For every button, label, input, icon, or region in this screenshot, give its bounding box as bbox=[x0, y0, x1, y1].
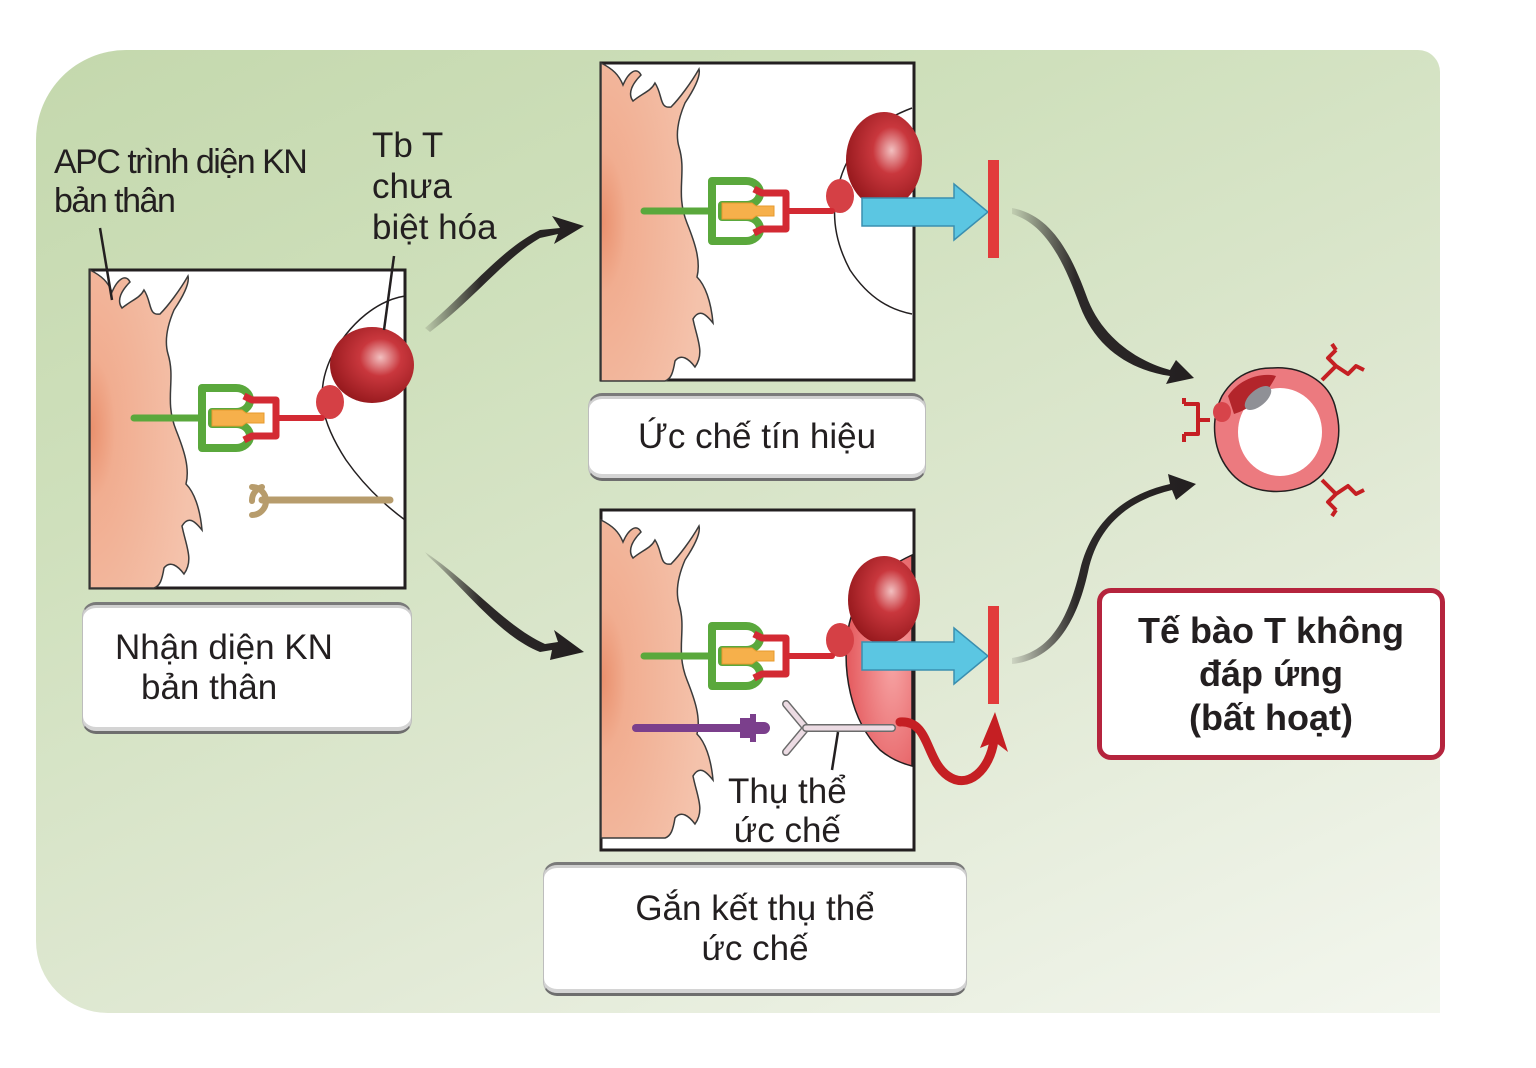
block-bar-icon bbox=[988, 606, 999, 704]
tcr-receptor-icon bbox=[1320, 342, 1365, 382]
tcr-receptor-icon bbox=[1320, 478, 1365, 518]
inhibitory-receptor-label: Thụ thể ức chế bbox=[728, 772, 847, 850]
result-line-3: (bất hoạt) bbox=[1189, 696, 1353, 738]
caption-recognition-line-1: Nhận diện KN bbox=[115, 628, 333, 667]
t-cell-organelle bbox=[316, 385, 344, 419]
t-cell-pointer-line bbox=[382, 255, 396, 331]
caption-inhibitory-binding-line-2: ức chế bbox=[701, 929, 809, 968]
arrow-from-inhibitory-binding bbox=[1012, 474, 1196, 664]
naive-t-cell-callout: Tb T chưa biệt hóa bbox=[372, 126, 497, 249]
receptor-pointer-line bbox=[830, 731, 840, 771]
signal-arrow-icon bbox=[861, 626, 990, 686]
result-line-1: Tế bào T không bbox=[1138, 610, 1404, 652]
caption-inhibitory-binding-line-1: Gắn kết thụ thể bbox=[635, 889, 875, 928]
naive-t-cell-line-3: biệt hóa bbox=[372, 207, 497, 247]
inhibition-signal-arrow bbox=[895, 717, 999, 785]
t-cell-organelle bbox=[826, 179, 854, 213]
apc-callout: APC trình diện KN bản thân bbox=[54, 143, 308, 221]
anergic-t-cell bbox=[1182, 342, 1365, 518]
arrow-to-signal-inhibition bbox=[425, 216, 584, 332]
t-cell-vacuole bbox=[1244, 386, 1272, 410]
apc-callout-line-1: APC trình diện KN bbox=[54, 143, 308, 181]
t-cell-organelle bbox=[826, 623, 854, 657]
inhibitory-receptor-label-line-1: Thụ thể bbox=[728, 772, 847, 811]
arrow-from-signal-inhibition bbox=[1012, 208, 1194, 384]
t-cell-nucleus bbox=[330, 327, 414, 403]
result-anergic-t-cell-box: Tế bào T không đáp ứng (bất hoạt) bbox=[1097, 588, 1445, 760]
t-cell-nucleus bbox=[848, 556, 920, 644]
inhibitory-receptor-label-line-2: ức chế bbox=[733, 811, 841, 851]
naive-t-cell-line-2: chưa bbox=[372, 166, 452, 206]
caption-signal-inhibition: Ức chế tín hiệu bbox=[588, 393, 926, 481]
inhibitory-ligand-head bbox=[740, 714, 770, 742]
t-cell-cytoplasm bbox=[1238, 388, 1322, 476]
t-cell-organelle bbox=[1213, 402, 1231, 422]
result-line-2: đáp ứng bbox=[1198, 653, 1344, 695]
tcr-receptor-icon bbox=[1182, 398, 1210, 442]
naive-t-cell-line-1: Tb T bbox=[372, 126, 444, 165]
t-cell-nucleus bbox=[846, 112, 922, 208]
caption-recognition: Nhận diện KN bản thân bbox=[82, 602, 412, 734]
inhibition-arrowhead-icon bbox=[980, 712, 1008, 752]
apc-callout-line-2: bản thân bbox=[54, 182, 176, 221]
block-bar-icon bbox=[988, 160, 999, 258]
caption-recognition-line-2: bản thân bbox=[141, 668, 278, 707]
panel-recognition bbox=[88, 227, 414, 590]
panel-inhibitory-binding bbox=[599, 508, 1008, 852]
caption-signal-inhibition-text: Ức chế tín hiệu bbox=[637, 417, 877, 456]
caption-inhibitory-binding: Gắn kết thụ thể ức chế bbox=[543, 862, 967, 996]
apc-pointer-line bbox=[98, 227, 114, 301]
signal-arrow-icon bbox=[861, 182, 990, 242]
panel-signal-inhibition bbox=[599, 61, 999, 382]
arrow-to-inhibitory-binding bbox=[425, 552, 584, 660]
